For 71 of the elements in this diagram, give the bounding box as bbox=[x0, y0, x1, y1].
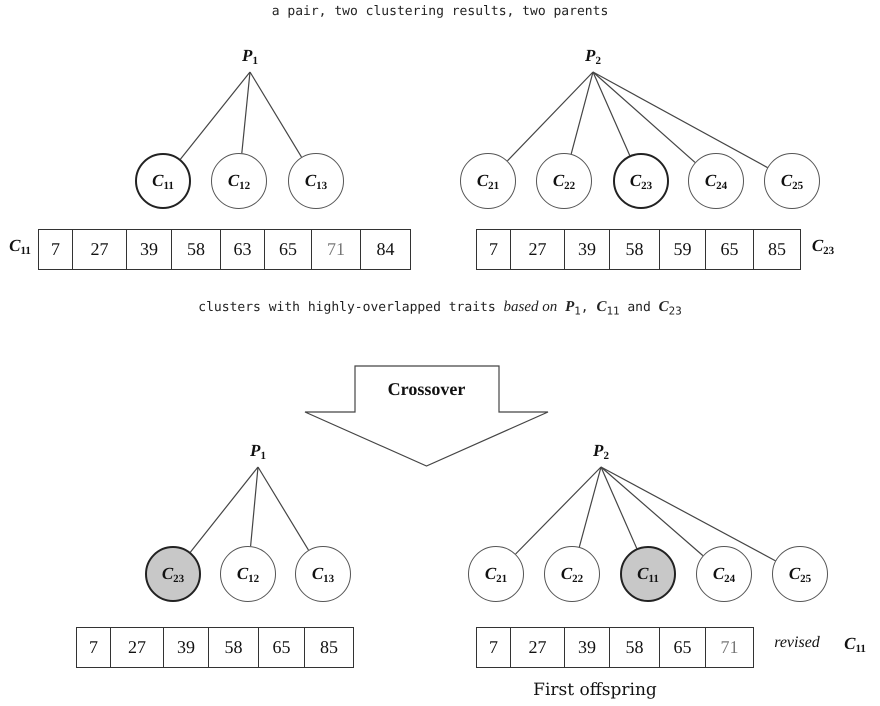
cluster-circle: C$_{25}$ bbox=[772, 546, 828, 602]
parent-label: P$_{1}$ bbox=[233, 46, 267, 70]
tree-line bbox=[515, 466, 602, 554]
tree-line bbox=[600, 466, 776, 562]
cluster-circle: C$_{13}$ bbox=[288, 153, 344, 209]
array-cell: 84 bbox=[360, 229, 411, 270]
parent-label: P$_{2}$ bbox=[584, 441, 618, 465]
array-cell: 39 bbox=[564, 229, 610, 270]
array-cell: 39 bbox=[564, 627, 610, 668]
tree-line bbox=[600, 466, 704, 556]
array-cell: 58 bbox=[208, 627, 259, 668]
array-cell: 58 bbox=[609, 627, 660, 668]
cluster-circle: C$_{22}$ bbox=[544, 546, 600, 602]
array-cell: 65 bbox=[705, 229, 754, 270]
array-cell: 39 bbox=[163, 627, 209, 668]
array-cell: 27 bbox=[510, 229, 565, 270]
array-cell: 58 bbox=[609, 229, 660, 270]
array-cell: 85 bbox=[304, 627, 354, 668]
tree-line bbox=[507, 72, 594, 162]
tree-line bbox=[570, 72, 594, 154]
cluster-circle: C$_{12}$ bbox=[220, 546, 276, 602]
block-arrow: Crossover bbox=[304, 365, 549, 467]
array-cell: 7 bbox=[476, 229, 511, 270]
cluster-label: C$_{11}$ bbox=[843, 634, 867, 655]
cluster-circle: C$_{25}$ bbox=[764, 153, 820, 209]
cluster-circle: C$_{11}$ bbox=[135, 153, 191, 209]
tree-line bbox=[578, 466, 602, 548]
array-cell: 63 bbox=[220, 229, 265, 270]
array-cell: 7 bbox=[76, 627, 111, 668]
cluster-circle: C$_{13}$ bbox=[295, 546, 351, 602]
array-cell: 71 bbox=[705, 627, 754, 668]
tree-line bbox=[250, 466, 259, 546]
tree-line bbox=[600, 466, 638, 549]
tree-line bbox=[592, 72, 696, 163]
cluster-circle: C$_{12}$ bbox=[211, 153, 267, 209]
array-cell: 85 bbox=[753, 229, 801, 270]
description-text: clusters with highly-overlapped traits based on P$_{1}$, C$_{11}$ and C$_{23}$ bbox=[197, 299, 683, 318]
tree-line bbox=[241, 72, 251, 154]
cluster-label: C$_{23}$ bbox=[810, 236, 836, 257]
cluster-circle: C$_{21}$ bbox=[468, 546, 524, 602]
cluster-circle: C$_{23}$ bbox=[145, 546, 201, 602]
array-cell: 58 bbox=[171, 229, 221, 270]
title: a pair, two clustering results, two parents bbox=[270, 4, 610, 19]
annotation-text: revised bbox=[773, 634, 821, 652]
cluster-circle: C$_{21}$ bbox=[460, 153, 516, 209]
array-cell: 27 bbox=[110, 627, 164, 668]
array-cell: 65 bbox=[258, 627, 305, 668]
cluster-label: C$_{11}$ bbox=[8, 236, 32, 257]
cluster-circle: C$_{24}$ bbox=[696, 546, 752, 602]
array-cell: 7 bbox=[476, 627, 511, 668]
cluster-circle: C$_{24}$ bbox=[688, 153, 744, 209]
array-cell: 27 bbox=[72, 229, 127, 270]
array-cell: 65 bbox=[659, 627, 706, 668]
cluster-circle: C$_{22}$ bbox=[536, 153, 592, 209]
array-cell: 27 bbox=[510, 627, 565, 668]
array-cell: 59 bbox=[659, 229, 706, 270]
array-cell: 39 bbox=[126, 229, 172, 270]
tree-line bbox=[592, 72, 630, 156]
cluster-circle: C$_{23}$ bbox=[613, 153, 669, 209]
tree-line bbox=[180, 72, 250, 160]
tree-line bbox=[249, 72, 302, 158]
parent-label: P$_{1}$ bbox=[241, 441, 275, 465]
caption-text: First offspring bbox=[532, 680, 658, 700]
tree-line bbox=[190, 466, 258, 552]
array-cell: 71 bbox=[311, 229, 361, 270]
tree-line bbox=[257, 466, 309, 550]
array-cell: 65 bbox=[264, 229, 312, 270]
cluster-circle: C$_{11}$ bbox=[620, 546, 676, 602]
parent-label: P$_{2}$ bbox=[576, 46, 610, 70]
tree-line bbox=[592, 71, 768, 168]
array-cell: 7 bbox=[38, 229, 73, 270]
